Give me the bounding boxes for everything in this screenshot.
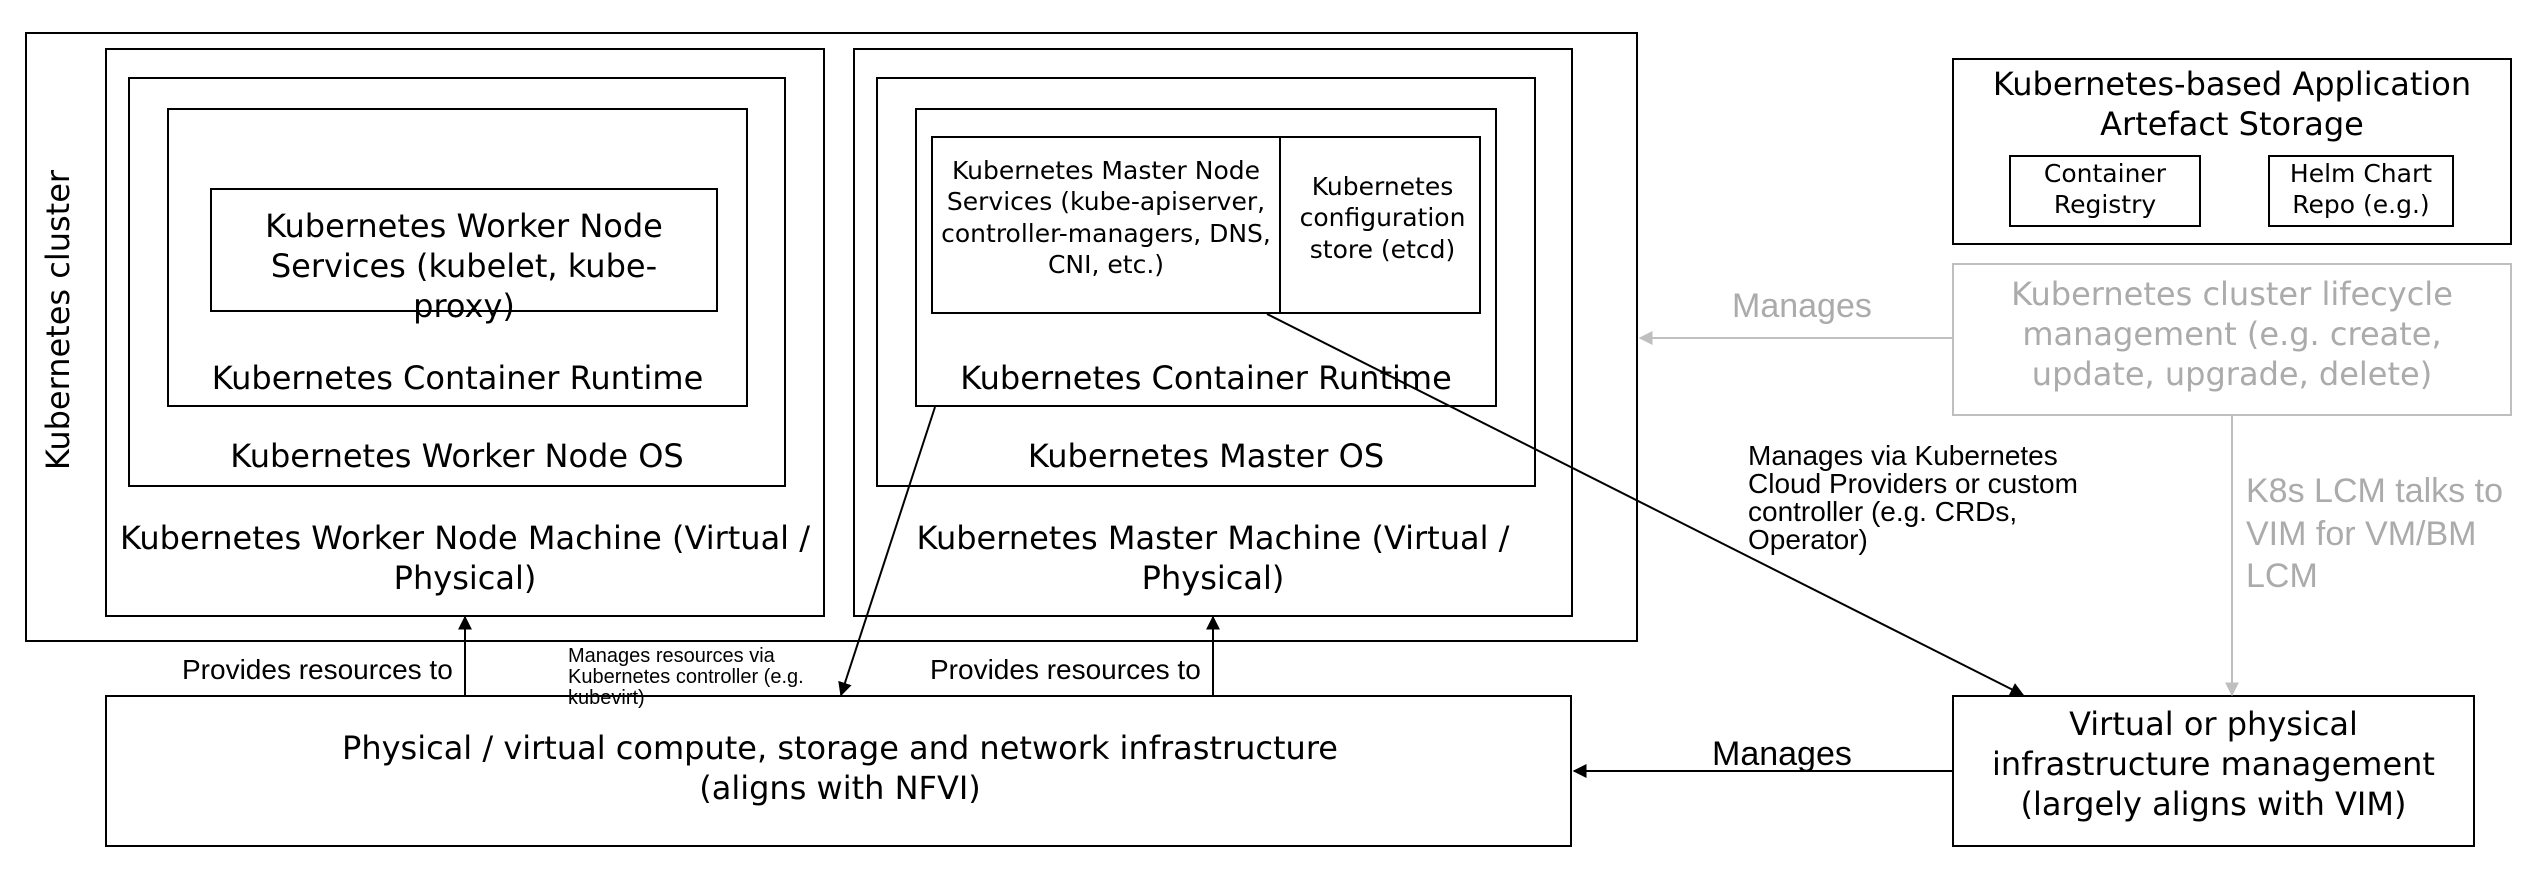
master-machine-label: Kubernetes Master Machine (Virtual / Phy… — [916, 519, 1510, 597]
lcm-box — [1952, 263, 2512, 416]
worker-machine-label: Kubernetes Worker Node Machine (Virtual … — [119, 519, 811, 597]
master-os-label: Kubernetes Master OS — [1027, 437, 1385, 475]
master-divider — [1279, 136, 1281, 314]
provides-resources-right-label: Provides resources to — [930, 654, 1201, 685]
helm-repo-box — [2268, 155, 2454, 227]
manages-kubevirt-label: Manages resources via Kubernetes control… — [568, 645, 804, 709]
master-services-label: Kubernetes Master Node Services (kube-ap… — [941, 156, 1271, 279]
master-services-box — [931, 136, 1481, 314]
manages-cloud-providers-label: Manages via Kubernetes Cloud Providers o… — [1748, 440, 2078, 555]
worker-os-label: Kubernetes Worker Node OS — [230, 437, 684, 475]
worker-services-label: Kubernetes Worker Node Services (kubelet… — [265, 207, 663, 325]
provides-resources-left-label: Provides resources to — [182, 654, 453, 685]
manages-bottom-label: Manages — [1712, 735, 1852, 773]
kubernetes-cluster-box — [25, 32, 1638, 642]
worker-os-box — [128, 77, 786, 487]
manages-gray-label: Manages — [1732, 287, 1872, 325]
container-registry-label: Container Registry — [2043, 159, 2167, 220]
config-store-label: Kubernetes configuration store (etcd) — [1299, 172, 1466, 264]
manages-cloud-arrow — [1266, 313, 2025, 696]
worker-services-box — [210, 188, 718, 312]
artefact-storage-box — [1952, 58, 2512, 245]
vim-label: Virtual or physical infrastructure manag… — [1992, 705, 2435, 823]
master-runtime-box — [915, 108, 1497, 407]
infrastructure-label: Physical / virtual compute, storage and … — [342, 729, 1338, 807]
vim-box — [1952, 695, 2475, 847]
manages-kubevirt-arrow — [838, 406, 936, 697]
worker-runtime-label: Kubernetes Container Runtime — [211, 359, 704, 397]
lcm-label: Kubernetes cluster lifecycle management … — [2011, 275, 2453, 393]
container-registry-box — [2009, 155, 2201, 227]
artefact-storage-title: Kubernetes-based Application Artefact St… — [1992, 65, 2472, 143]
helm-repo-label: Helm Chart Repo (e.g.) — [2289, 159, 2433, 220]
master-os-box — [876, 77, 1536, 487]
k8s-lcm-talks-label: K8s LCM talks to VIM for VM/BM LCM — [2246, 472, 2503, 595]
worker-runtime-box — [167, 108, 748, 407]
